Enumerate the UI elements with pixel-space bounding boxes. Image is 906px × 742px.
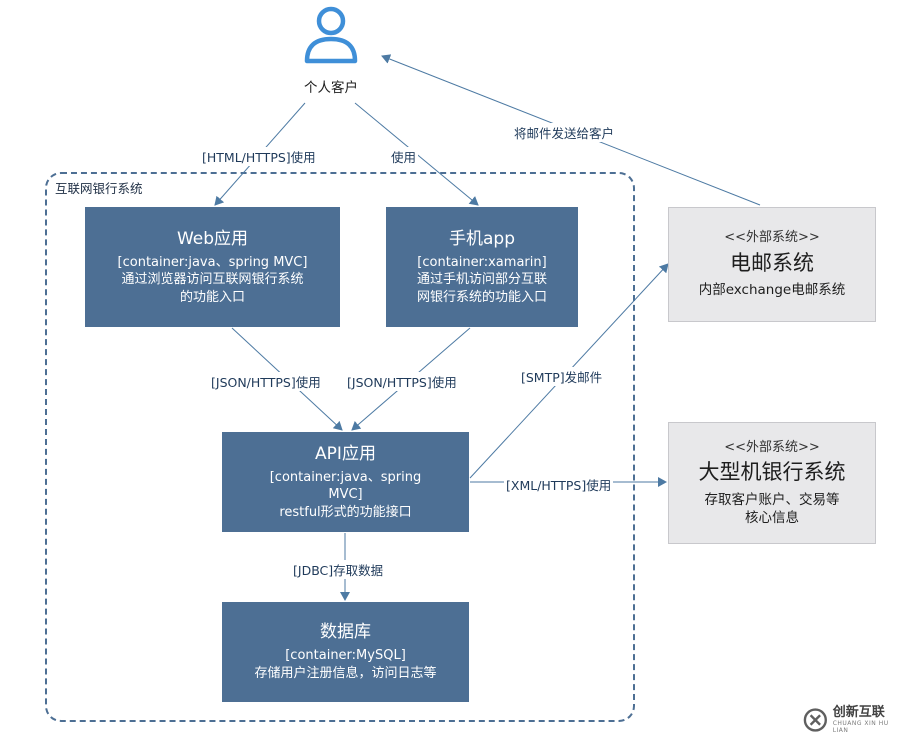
- mobile-app-desc-1: 通过手机访问部分互联: [416, 272, 547, 288]
- web-app-desc-1: 通过浏览器访问互联网银行系统: [121, 272, 304, 288]
- logo-icon: [803, 708, 827, 732]
- api-app-container: API应用 [container:java、spring MVC] restfu…: [222, 432, 469, 532]
- api-app-tech-2: MVC]: [328, 487, 363, 503]
- mainframe-system-desc-2: 核心信息: [745, 509, 799, 526]
- mainframe-system-stereotype: <<外部系统>>: [724, 439, 820, 455]
- watermark-text: 创新互联: [832, 704, 885, 720]
- edge-label-person-web: [HTML/HTTPS]使用: [200, 147, 318, 166]
- database-title: 数据库: [320, 622, 371, 643]
- mail-system-stereotype: <<外部系统>>: [724, 230, 820, 246]
- mobile-app-tech: [container:xamarin]: [417, 254, 547, 270]
- mail-system-desc: 内部exchange电邮系统: [698, 282, 846, 299]
- mainframe-system-desc-1: 存取客户账户、交易等: [704, 491, 840, 508]
- api-app-tech-1: [container:java、spring: [269, 469, 422, 485]
- api-app-desc: restful形式的功能接口: [279, 504, 412, 520]
- mobile-app-title: 手机app: [449, 228, 515, 249]
- web-app-tech: [container:java、spring MVC]: [117, 254, 308, 270]
- person-label: 个人客户: [304, 80, 358, 96]
- person-icon: [302, 5, 360, 65]
- edge-label-mail-person: 将邮件发送给客户: [512, 123, 617, 142]
- mobile-app-desc-2: 网银行系统的功能入口: [416, 289, 547, 305]
- mail-system-title: 电邮系统: [730, 250, 814, 275]
- system-boundary: [45, 172, 635, 722]
- database-desc: 存储用户注册信息，访问日志等: [254, 665, 437, 681]
- system-boundary-label: 互联网银行系统: [55, 181, 143, 196]
- database-container: 数据库 [container:MySQL] 存储用户注册信息，访问日志等: [222, 602, 469, 702]
- api-app-title: API应用: [315, 443, 376, 464]
- edge-label-web-api: [JSON/HTTPS]使用: [209, 372, 323, 391]
- mainframe-system-title: 大型机银行系统: [698, 460, 846, 485]
- watermark: 创新互联 CHUANG XIN HU LIAN: [803, 700, 903, 740]
- web-app-desc-2: 的功能入口: [179, 289, 245, 305]
- mail-system-box: <<外部系统>> 电邮系统 内部exchange电邮系统: [668, 207, 876, 322]
- web-app-container: Web应用 [container:java、spring MVC] 通过浏览器访…: [85, 207, 340, 327]
- edge-label-mobile-api: [JSON/HTTPS]使用: [345, 372, 459, 391]
- watermark-subtext: CHUANG XIN HU LIAN: [832, 720, 889, 735]
- edge-label-api-mail: [SMTP]发邮件: [519, 367, 605, 386]
- edge-label-api-db: [JDBC]存取数据: [291, 560, 386, 579]
- database-tech: [container:MySQL]: [285, 648, 406, 664]
- edge-label-api-mainframe: [XML/HTTPS]使用: [504, 475, 614, 494]
- edge-label-person-mobile: 使用: [389, 147, 419, 166]
- web-app-title: Web应用: [176, 228, 249, 249]
- mobile-app-container: 手机app [container:xamarin] 通过手机访问部分互联 网银行…: [386, 207, 578, 327]
- mainframe-system-box: <<外部系统>> 大型机银行系统 存取客户账户、交易等 核心信息: [668, 422, 876, 544]
